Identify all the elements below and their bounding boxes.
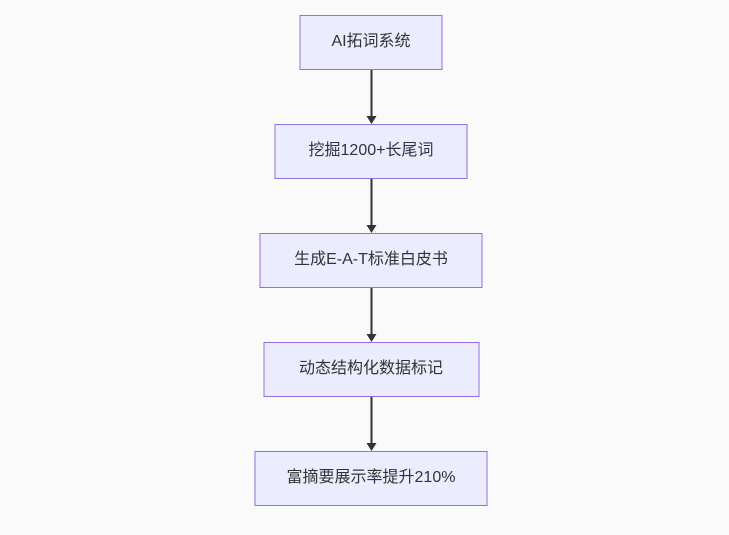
flow-node-rich-snippet-result: 富摘要展示率提升210% (254, 451, 488, 506)
flow-node-longtail-mining: 挖掘1200+长尾词 (274, 124, 468, 179)
arrow-down-icon (366, 225, 376, 233)
flow-node-label: 生成E-A-T标准白皮书 (294, 251, 448, 269)
arrow-line (370, 70, 372, 117)
arrow-line (370, 397, 372, 444)
arrow-down-icon (366, 443, 376, 451)
arrow-down-icon (366, 334, 376, 342)
flow-edge-3 (365, 288, 377, 342)
arrow-line (370, 179, 372, 226)
flowchart: AI拓词系统 挖掘1200+长尾词 生成E-A-T标准白皮书 动态结构化数据标记 (254, 15, 488, 506)
flow-edge-2 (365, 179, 377, 233)
flow-node-structured-data-markup: 动态结构化数据标记 (263, 342, 479, 397)
flow-edge-4 (365, 397, 377, 451)
flow-node-ai-word-expansion: AI拓词系统 (299, 15, 443, 70)
flow-node-label: AI拓词系统 (331, 33, 411, 51)
flow-node-label: 动态结构化数据标记 (298, 360, 443, 378)
flow-edge-1 (365, 70, 377, 124)
flow-node-eat-whitepaper: 生成E-A-T标准白皮书 (259, 233, 483, 288)
arrow-line (370, 288, 372, 335)
arrow-down-icon (366, 116, 376, 124)
flow-node-label: 富摘要展示率提升210% (286, 469, 456, 487)
flow-node-label: 挖掘1200+长尾词 (308, 142, 434, 160)
